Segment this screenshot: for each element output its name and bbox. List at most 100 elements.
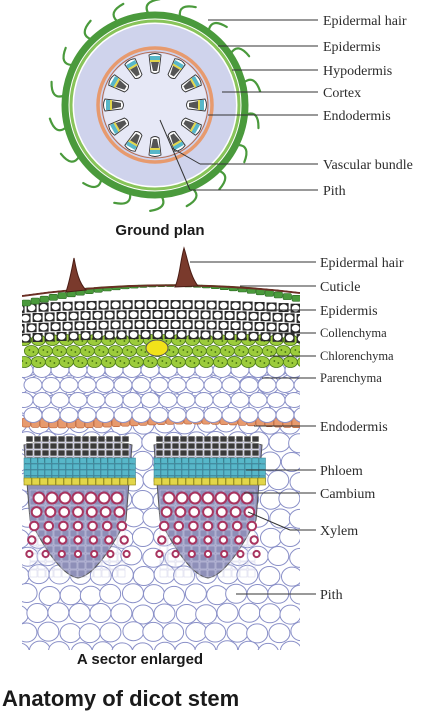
parenchyma-cell (212, 392, 232, 408)
pith-cell (267, 546, 290, 567)
chloroplast (88, 351, 91, 353)
phloem-cell (72, 469, 80, 476)
sclerenchyma-cell (155, 449, 164, 457)
xylem-parenchyma-cell (223, 529, 232, 538)
parenchyma-cell (41, 407, 61, 423)
collenchyma-lumen (201, 331, 210, 339)
sclerenchyma-cell (89, 435, 98, 443)
chloroplast (186, 351, 189, 353)
collenchyma-lumen (63, 322, 72, 330)
parenchyma-cell (257, 407, 277, 423)
collenchyma-lumen (183, 321, 192, 328)
xylem-parenchyma-cell (231, 569, 240, 578)
bundle-cambium (113, 78, 121, 88)
gp-label-epidermal-hair: Epidermal hair (323, 14, 407, 29)
xylem-parenchyma-cell (93, 569, 102, 578)
cambium-cell (217, 477, 226, 486)
pith-cell (22, 528, 30, 549)
xylem-parenchyma-cell (37, 545, 46, 554)
chloroplast (137, 340, 140, 342)
phloem-cell (174, 463, 182, 470)
xylem-vessel (72, 506, 84, 518)
collenchyma-lumen (129, 331, 138, 338)
sclerenchyma-cell (121, 435, 130, 443)
parenchyma-cell (167, 407, 187, 423)
parenchyma-cell (221, 407, 241, 423)
chloroplast (196, 349, 199, 351)
pith-cell (185, 621, 208, 642)
collenchyma-lumen (87, 322, 96, 329)
pith-cell (22, 622, 38, 643)
xylem-vessel (174, 506, 187, 518)
xylem-vessel (188, 491, 202, 505)
phloem-cell (128, 469, 136, 476)
epidermis-cell (301, 297, 310, 303)
sclerenchyma-cell (227, 449, 236, 457)
collenchyma-lumen (81, 312, 90, 319)
parenchyma-cell (140, 392, 160, 408)
sclerenchyma-cell (179, 449, 188, 457)
xylem-vessel (160, 506, 173, 518)
phloem-cell (251, 463, 259, 470)
xylem-vessel (172, 535, 182, 545)
sclerenchyma-cell (57, 435, 66, 443)
chloroplast (280, 349, 283, 351)
parenchyma-cell (131, 407, 151, 423)
collenchyma-lumen (153, 311, 162, 318)
endodermis-cell (301, 419, 310, 428)
xylem-vessel (58, 506, 71, 518)
phloem-cell (100, 469, 108, 476)
parenchyma-cell (158, 392, 178, 408)
phloem-cell (195, 469, 203, 476)
chlorenchyma-cell (121, 345, 137, 357)
pith-cell (269, 508, 292, 529)
xylem-parenchyma-cell (29, 569, 38, 578)
sclerenchyma-cell (211, 449, 220, 457)
xylem-parenchyma-cell (29, 545, 38, 554)
chlorenchyma-cell (44, 356, 60, 368)
parenchyma-cell (113, 377, 133, 393)
phloem-cell (160, 469, 168, 476)
sclerenchyma-cell (65, 449, 74, 457)
phloem-cell (114, 463, 122, 470)
epidermal-hair-mark (145, 0, 161, 15)
bundle-cambium (189, 78, 197, 88)
cambium-cell (23, 477, 32, 486)
xylem-parenchyma-cell (247, 545, 256, 554)
vascular-bundle-mark (181, 117, 202, 136)
pith-cell (22, 565, 30, 586)
bundle-xylem (189, 101, 198, 109)
parenchyma-cell (194, 392, 214, 408)
collenchyma-lumen (231, 322, 240, 329)
xylem-parenchyma-cell (175, 569, 184, 578)
phloem-cell (86, 469, 94, 476)
parenchyma-cell (77, 377, 97, 393)
sclerenchyma-cell (211, 442, 220, 450)
sclerenchyma-cell (171, 442, 180, 450)
xylem-parenchyma-cell (101, 561, 110, 570)
collenchyma-lumen (243, 322, 252, 330)
chlorenchyma-cell (30, 356, 46, 368)
chlorenchyma-cell (79, 345, 95, 357)
chloroplast (228, 351, 231, 353)
xylem-vessel (214, 491, 228, 505)
parenchyma-cell (41, 377, 61, 393)
parenchyma-cell (239, 377, 259, 393)
collenchyma-lumen (153, 331, 162, 338)
parenchyma-cell (221, 377, 241, 393)
xylem-parenchyma-cell (247, 561, 256, 570)
chlorenchyma-cell (219, 345, 235, 357)
xylem-vessel (231, 520, 243, 532)
chlorenchyma-cell (107, 345, 123, 357)
chloroplast (81, 362, 84, 364)
xylem-parenchyma-cell (183, 529, 192, 538)
xylem-vessel (58, 491, 72, 505)
chloroplast (193, 362, 196, 364)
chloroplast (49, 360, 52, 362)
collenchyma-lumen (165, 311, 174, 318)
vascular-bundle-mark (186, 98, 207, 112)
chloroplast (193, 340, 196, 342)
pith-cell (204, 622, 227, 643)
phloem-cell (223, 463, 231, 470)
